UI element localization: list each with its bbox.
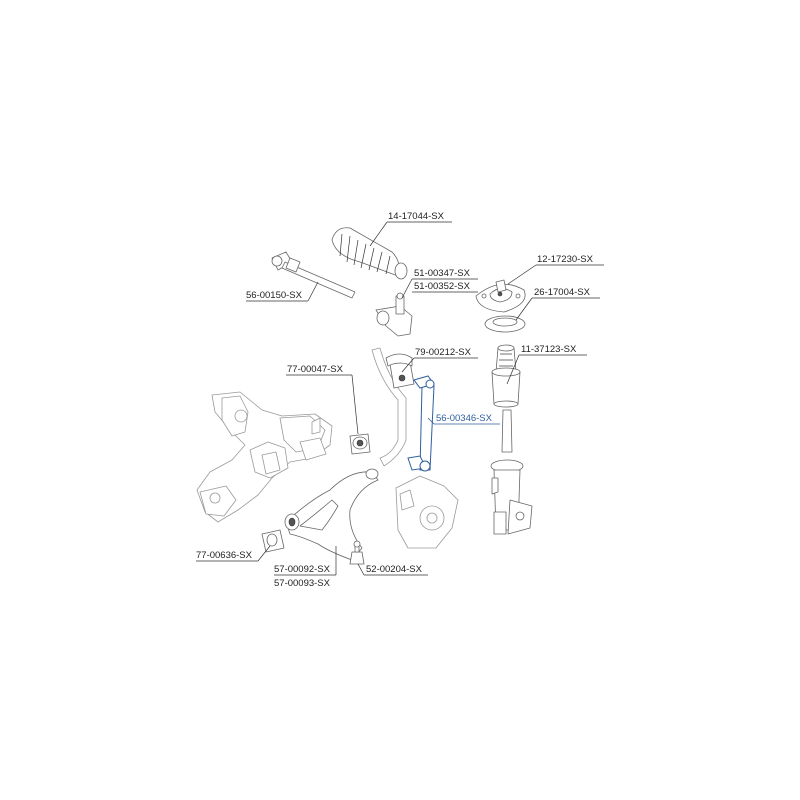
part-labels: 14-17044-SX 12-17230-SX 51-00347-SX 51-0…: [196, 211, 594, 589]
tie-rod-56-00150: [271, 251, 356, 299]
bushing-77-00047: [349, 433, 371, 455]
leader-77-00636-arrow: [257, 545, 271, 562]
leader-56-00150-arrow: [307, 281, 319, 302]
label-51-00352[interactable]: 51-00352-SX: [414, 281, 471, 292]
label-56-00346[interactable]: 56-00346-SX: [436, 413, 493, 424]
leader-lines: [196, 221, 604, 576]
leader-14-17044-arrow: [369, 221, 388, 247]
lower-control-arm-57-00092: [284, 468, 379, 561]
label-51-00347[interactable]: 51-00347-SX: [414, 268, 471, 279]
label-52-00204[interactable]: 52-00204-SX: [366, 564, 423, 575]
rack-boot-14-17044: [331, 227, 408, 280]
label-11-37123[interactable]: 11-37123-SX: [521, 344, 577, 355]
stabilizer-link-56-00346: [407, 375, 435, 472]
leader-26-17004-arrow: [515, 297, 533, 321]
subframe-chassis: [196, 391, 333, 523]
label-56-00150[interactable]: 56-00150-SX: [246, 290, 303, 301]
label-26-17004[interactable]: 26-17004-SX: [534, 287, 591, 298]
label-77-00047[interactable]: 77-00047-SX: [287, 364, 344, 375]
tie-rod-end-51-00347: [375, 292, 413, 337]
label-14-17044[interactable]: 14-17044-SX: [388, 211, 445, 222]
label-57-00093[interactable]: 57-00093-SX: [274, 578, 331, 589]
strut-bearing-26-17004: [484, 315, 526, 333]
leader-79-00212-arrow: [401, 357, 415, 373]
strut-top-mount-12-17230: [475, 279, 526, 313]
label-77-00636[interactable]: 77-00636-SX: [196, 550, 253, 561]
leader-52-00204-arrow: [357, 563, 365, 576]
label-79-00212[interactable]: 79-00212-SX: [415, 347, 472, 358]
label-12-17230[interactable]: 12-17230-SX: [537, 254, 594, 265]
leader-11-37123-arrow: [506, 354, 520, 385]
steering-knuckle: [395, 475, 459, 549]
leader-77-00047-arrow: [351, 374, 359, 435]
leader-51-arrow: [401, 278, 413, 299]
strut-assembly: [490, 409, 533, 535]
ball-joint-52-00204: [349, 540, 365, 565]
bushing-77-00636: [261, 529, 285, 553]
leader-12-17230-arrow: [507, 264, 537, 285]
stabilizer-bar-bushing-79-00212: [371, 347, 415, 467]
label-57-00092[interactable]: 57-00092-SX: [274, 564, 331, 575]
leader-56-00346-arrow: [427, 417, 435, 425]
strut-boot-11-37123: [491, 344, 521, 408]
